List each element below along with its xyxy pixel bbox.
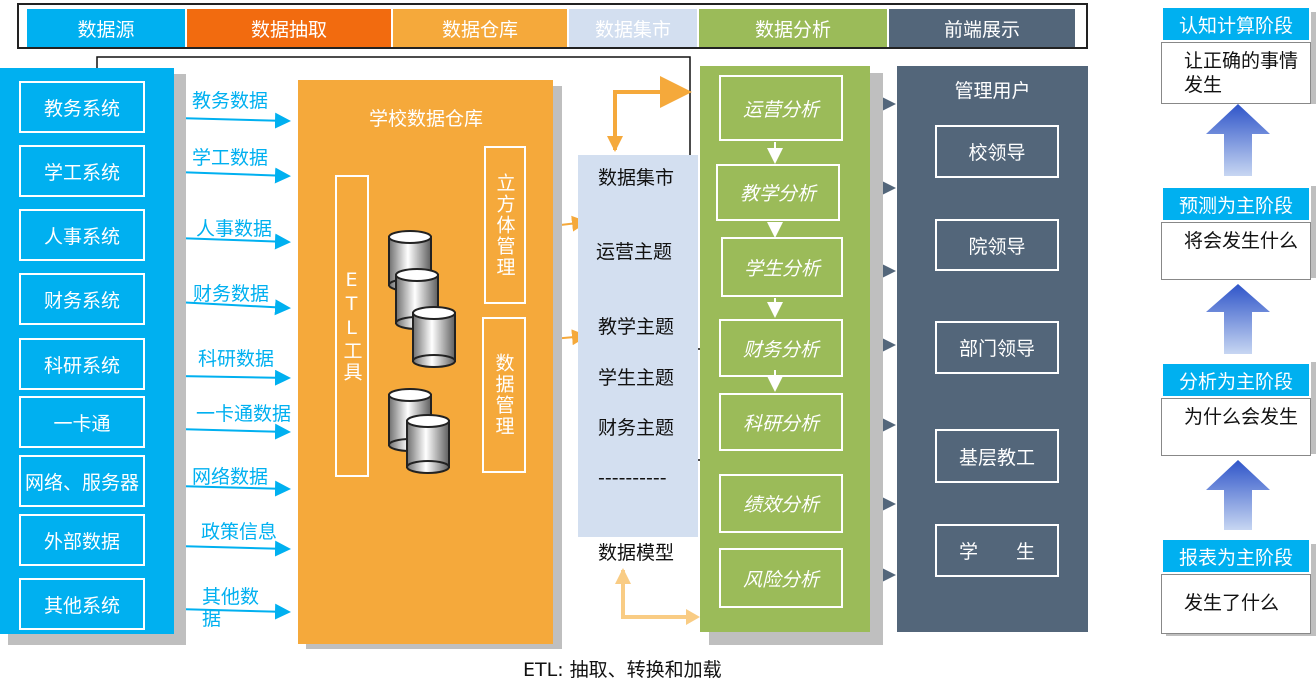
source-campus-card: 一卡通: [19, 396, 145, 448]
source-student-affairs: 学工系统: [19, 145, 145, 197]
flow-label: 学工数据: [192, 147, 269, 169]
stage-cognitive-title: 认知计算阶段: [1161, 6, 1311, 42]
data-management-box: 数据管理: [482, 317, 526, 473]
user-school-leader: 校领导: [935, 125, 1059, 178]
user-department-leader: 部门领导: [935, 321, 1059, 374]
analysis-down-arrows: [767, 142, 783, 392]
analysis-student: 学生分析: [721, 237, 843, 297]
mart-theme-operations: 运营主题: [596, 241, 673, 263]
data-mart-title: 数据集市: [598, 167, 675, 189]
stage-report-desc: 发生了什么: [1161, 574, 1311, 634]
etl-tool-box: ETL工具: [335, 175, 369, 477]
flow-label: 其他数据: [202, 586, 260, 630]
source-hr: 人事系统: [19, 209, 145, 261]
data-mart-panel: [578, 155, 698, 537]
source-other-systems: 其他系统: [19, 578, 145, 630]
source-external-data: 外部数据: [19, 514, 145, 566]
extract-arrows: [175, 112, 291, 620]
stage-predict-title: 预测为主阶段: [1161, 186, 1311, 222]
stage-predict-desc: 将会发生什么: [1161, 222, 1311, 280]
analysis-operations: 运营分析: [719, 75, 843, 141]
etl-footnote: ETL: 抽取、转换和加载: [523, 659, 722, 681]
stage-analysis-desc: 为什么会发生: [1161, 398, 1311, 456]
stage-up-arrows: [1206, 104, 1270, 530]
flow-label: 政策信息: [201, 521, 278, 543]
header-frontend: 前端展示: [889, 9, 1075, 47]
mart-dashes: ----------: [598, 467, 667, 489]
stage-analysis-title: 分析为主阶段: [1161, 362, 1311, 398]
mart-theme-finance: 财务主题: [598, 417, 675, 439]
flow-label: 财务数据: [193, 283, 270, 305]
analysis-research: 科研分析: [719, 393, 843, 451]
user-college-leader: 院领导: [935, 219, 1059, 271]
mart-top-arrowhead: [607, 136, 623, 152]
mart-top-arrow: [613, 76, 692, 150]
source-finance: 财务系统: [19, 273, 145, 325]
cube-management-box: 立方体管理: [484, 146, 526, 304]
stage-report-title: 报表为主阶段: [1161, 538, 1311, 574]
flow-label: 科研数据: [198, 348, 275, 370]
warehouse-title: 学校数据仓库: [368, 108, 483, 130]
database-icon: [388, 230, 456, 474]
analysis-performance: 绩效分析: [719, 474, 843, 533]
user-student: 学 生: [935, 524, 1059, 577]
flow-label: 人事数据: [196, 218, 273, 240]
header-data-analysis: 数据分析: [699, 9, 887, 47]
stage-cognitive-desc: 让正确的事情发生: [1161, 42, 1311, 104]
header-data-mart: 数据集市: [569, 9, 697, 47]
analysis-teaching: 教学分析: [716, 164, 840, 221]
header-data-extract: 数据抽取: [187, 9, 391, 47]
mart-theme-teaching: 教学主题: [598, 316, 675, 338]
arrow-up-icon: [1206, 104, 1270, 530]
management-panel: [897, 66, 1088, 632]
flow-label: 网络数据: [192, 466, 269, 488]
header-data-source: 数据源: [27, 9, 185, 47]
analysis-risk: 风险分析: [719, 548, 843, 608]
analysis-finance: 财务分析: [719, 319, 843, 377]
user-staff: 基层教工: [935, 429, 1059, 483]
flow-label: 教务数据: [192, 90, 269, 112]
source-research: 科研系统: [19, 338, 145, 390]
header-data-warehouse: 数据仓库: [393, 9, 567, 47]
mart-bottom-arrow: [621, 570, 690, 619]
stage-header-bar: 数据源 数据抽取 数据仓库 数据集市 数据分析 前端展示: [17, 3, 1088, 49]
flow-label: 一卡通数据: [196, 403, 292, 425]
mart-theme-student: 学生主题: [598, 367, 675, 389]
source-network-server: 网络、服务器: [19, 455, 145, 507]
source-academic-affairs: 教务系统: [19, 81, 145, 133]
data-model-label: 数据模型: [598, 542, 675, 564]
management-title: 管理用户: [954, 80, 1031, 102]
